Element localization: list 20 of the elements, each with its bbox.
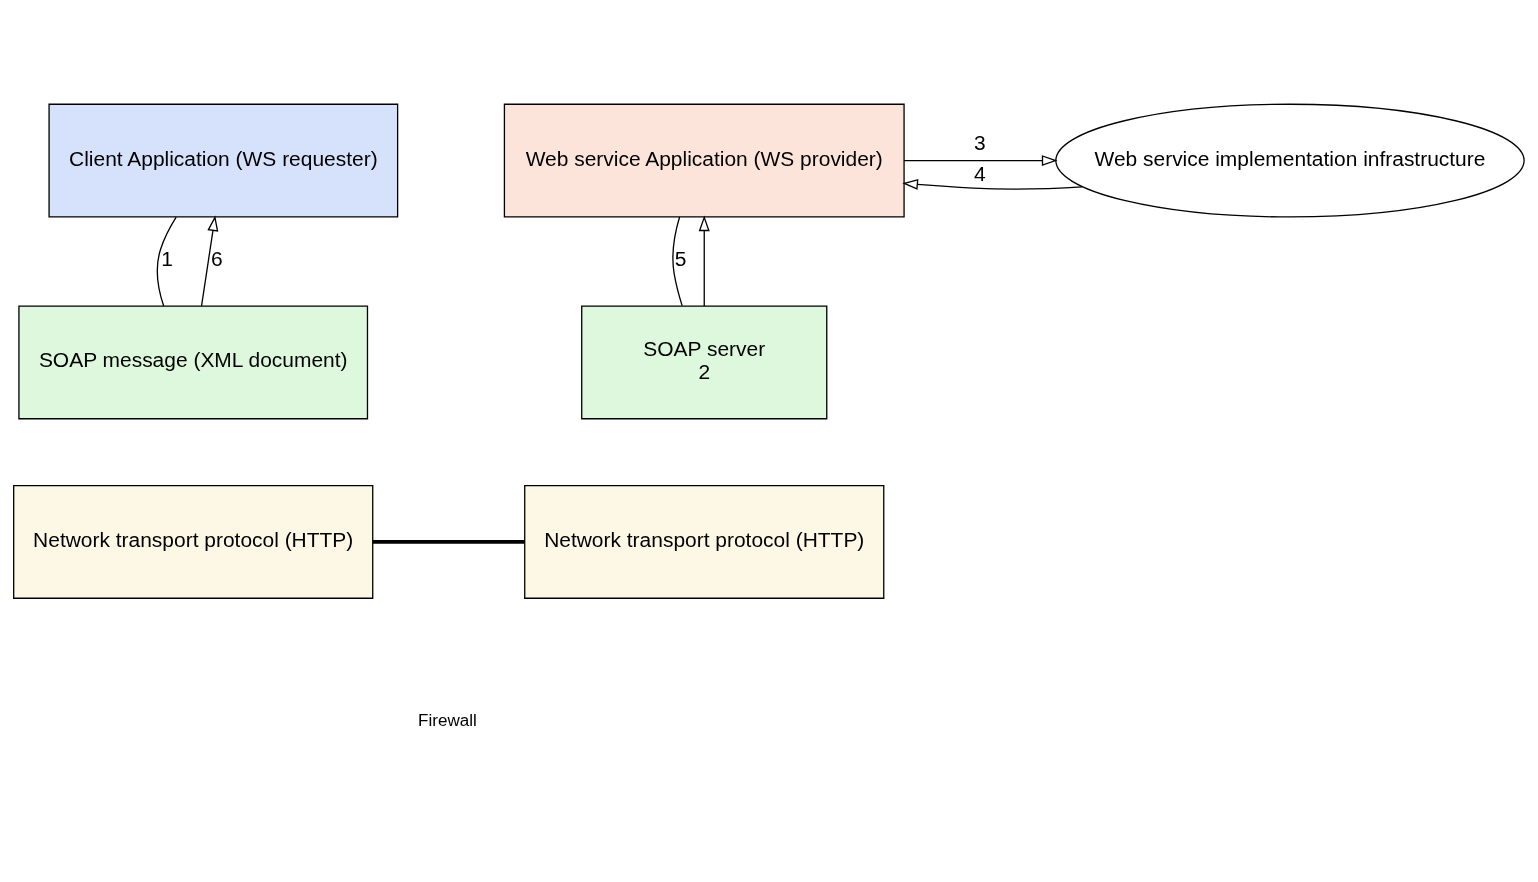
- node-box: Client Application (WS requester): [48, 103, 399, 218]
- arrow: [200, 215, 219, 307]
- edge-label: 5: [674, 247, 687, 271]
- edge-label: 6: [210, 247, 223, 271]
- label: Firewall: [418, 710, 477, 730]
- edge-label: 1: [161, 247, 173, 271]
- node-box: Web service Application (WS provider): [503, 103, 905, 218]
- arrow: [698, 215, 710, 307]
- edge-label: 4: [974, 162, 986, 186]
- connector: [156, 216, 177, 307]
- arrow: [902, 178, 1083, 190]
- connector: [372, 539, 525, 544]
- arrow: [903, 155, 1058, 167]
- connector: [672, 216, 683, 307]
- node-box: SOAP message (XML document): [18, 305, 369, 420]
- node-box: Network transport protocol (HTTP): [13, 484, 374, 599]
- edge-label: 3: [974, 130, 986, 154]
- node-box: SOAP server 2: [581, 305, 828, 420]
- node-box: Network transport protocol (HTTP): [524, 484, 885, 599]
- node-ellipse: Web service implementation infrastructure: [1055, 103, 1525, 218]
